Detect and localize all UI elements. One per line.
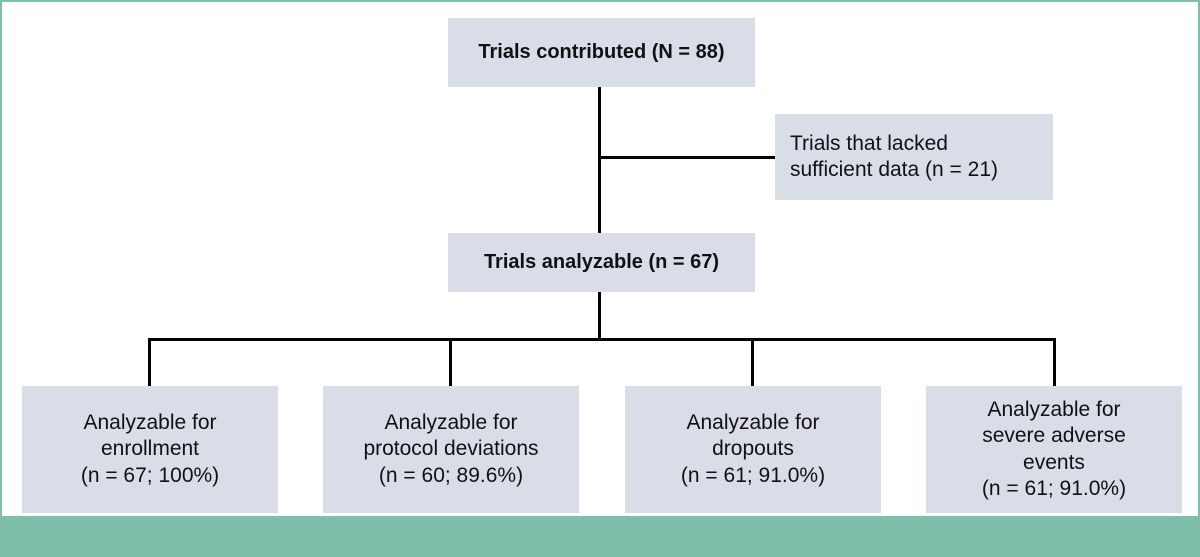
- outcome-box-protocol-deviations: Analyzable for protocol deviations (n = …: [323, 386, 579, 513]
- outcome-label-dropouts: Analyzable for dropouts (n = 61; 91.0%): [680, 410, 826, 487]
- excluded-trials-box: Trials that lacked sufficient data (n = …: [775, 114, 1053, 200]
- footer-accent-band: [0, 516, 1200, 557]
- outcome-box-dropouts: Analyzable for dropouts (n = 61; 91.0%): [625, 386, 881, 513]
- connector-horizontal-bus: [148, 338, 1056, 341]
- outcome-box-enrollment: Analyzable for enrollment (n = 67; 100%): [22, 386, 278, 513]
- connector-trunk-lower: [598, 292, 601, 340]
- trials-contributed-label: Trials contributed (N = 88): [478, 40, 725, 63]
- trials-contributed-box: Trials contributed (N = 88): [448, 18, 755, 87]
- connector-drop-protocol-deviations: [449, 338, 452, 386]
- excluded-trials-label: Trials that lacked sufficient data (n = …: [790, 131, 998, 181]
- outcome-label-protocol-deviations: Analyzable for protocol deviations (n = …: [363, 410, 539, 487]
- connector-exclusion-branch: [598, 156, 775, 159]
- connector-drop-severe-adverse-events: [1053, 338, 1056, 386]
- outcome-box-severe-adverse-events: Analyzable for severe adverse events (n …: [926, 386, 1182, 513]
- connector-drop-dropouts: [751, 338, 754, 386]
- trials-analyzable-label: Trials analyzable (n = 67): [483, 250, 720, 273]
- outcome-label-enrollment: Analyzable for enrollment (n = 67; 100%): [80, 410, 220, 487]
- trials-analyzable-box: Trials analyzable (n = 67): [448, 233, 755, 292]
- connector-drop-enrollment: [148, 338, 151, 386]
- connector-trunk-upper: [598, 87, 601, 233]
- outcome-label-severe-adverse-events: Analyzable for severe adverse events (n …: [981, 397, 1127, 500]
